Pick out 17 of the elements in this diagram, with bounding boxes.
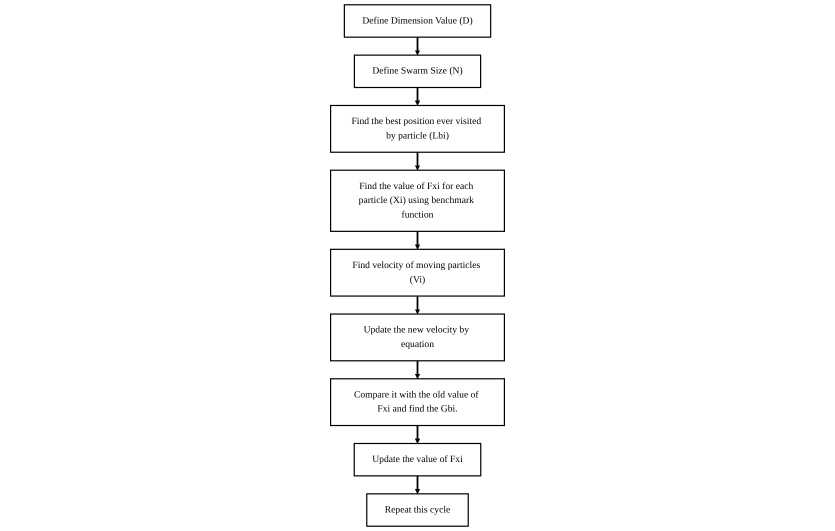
arrow (414, 152, 420, 170)
arrow (414, 296, 420, 314)
node-box: Repeat this cycle (366, 493, 469, 527)
node-box: Update the new velocity by equation (330, 313, 505, 362)
arrow (414, 88, 420, 106)
arrow (414, 231, 420, 250)
node-box: Define Swarm Size (N) (354, 54, 482, 88)
node-box: Update the value of Fxi (354, 442, 482, 476)
node-box: Find the best position ever visited by particle (Lbi) (330, 104, 505, 153)
node-box: Compare it with the old value of Fxi and find the Gbi. (330, 378, 505, 426)
node-box: Find the value of Fxi for each particle (Xi) using benchmark function (330, 170, 505, 232)
node-box: Define Dimension Value (D) (344, 4, 492, 38)
node-box: Find velocity of moving particles (Vi) (330, 248, 505, 297)
arrow (414, 37, 420, 56)
arrow (414, 426, 420, 444)
arrow (414, 360, 420, 379)
arrow (414, 476, 420, 494)
